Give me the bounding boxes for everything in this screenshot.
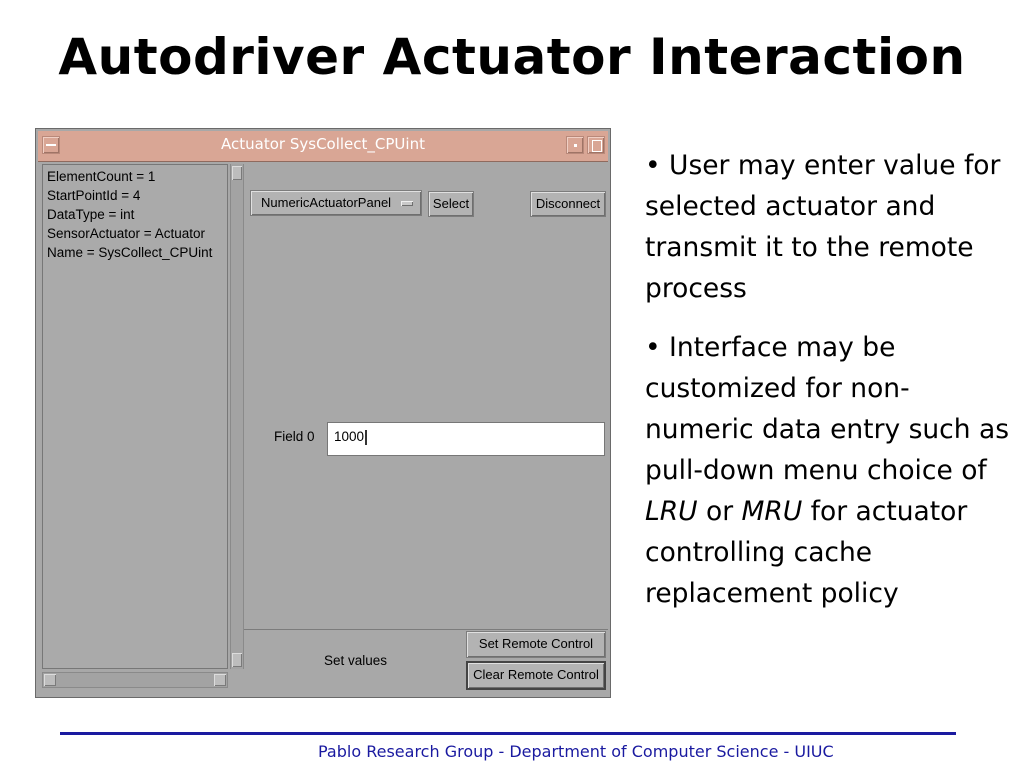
info-sensor-actuator: SensorActuator = Actuator <box>47 226 205 241</box>
bullet-text: for actuator controlling cache replaceme… <box>645 496 968 609</box>
footer-rule <box>60 732 956 735</box>
set-remote-control-button[interactable]: Set Remote Control <box>466 631 606 658</box>
panel-type-dropdown[interactable]: NumericActuatorPanel <box>250 190 422 216</box>
slide-title: Autodriver Actuator Interaction <box>58 28 966 86</box>
info-data-type: DataType = int <box>47 207 135 222</box>
panel-type-value: NumericActuatorPanel <box>261 195 392 210</box>
window-titlebar[interactable]: Actuator SysCollect_CPUint <box>38 131 608 162</box>
control-bar: Set values Set Remote Control Clear Remo… <box>244 629 608 691</box>
dropdown-indicator-icon <box>401 201 413 206</box>
window-title: Actuator SysCollect_CPUint <box>221 135 425 153</box>
clear-remote-control-button[interactable]: Clear Remote Control <box>466 661 606 690</box>
maximize-icon[interactable] <box>587 136 605 154</box>
actuator-panel: NumericActuatorPanel Select Disconnect F… <box>246 164 608 629</box>
bullet-emphasis-mru: MRU <box>741 496 803 527</box>
bullet-text: • Interface may be customized for non-nu… <box>645 332 1009 486</box>
actuator-window: Actuator SysCollect_CPUint ElementCount … <box>35 128 611 698</box>
status-text: Set values <box>324 653 388 668</box>
info-element-count: ElementCount = 1 <box>47 169 156 184</box>
disconnect-button[interactable]: Disconnect <box>530 191 606 217</box>
info-vertical-scrollbar[interactable] <box>230 164 244 669</box>
bullet-item: • Interface may be customized for non-nu… <box>645 327 1015 614</box>
bullet-text: or <box>697 496 742 527</box>
window-menu-icon[interactable] <box>42 136 60 154</box>
bullet-item: • User may enter value for selected actu… <box>645 150 1001 304</box>
field-0-input[interactable]: 1000 <box>327 422 605 456</box>
info-start-point-id: StartPointId = 4 <box>47 188 141 203</box>
bullet-list: • User may enter value for selected actu… <box>645 145 1015 632</box>
field-0-label: Field 0 <box>274 429 315 444</box>
scroll-down-icon[interactable] <box>232 653 242 667</box>
info-horizontal-scrollbar[interactable] <box>42 672 228 688</box>
element-info-list: ElementCount = 1 StartPointId = 4 DataTy… <box>42 164 228 669</box>
scroll-right-icon[interactable] <box>214 674 226 686</box>
footer-text: Pablo Research Group - Department of Com… <box>318 742 834 761</box>
minimize-icon[interactable] <box>566 136 584 154</box>
select-button[interactable]: Select <box>428 191 474 217</box>
bullet-emphasis-lru: LRU <box>645 496 698 527</box>
info-name: Name = SysCollect_CPUint <box>47 245 213 260</box>
scroll-left-icon[interactable] <box>44 674 56 686</box>
scroll-up-icon[interactable] <box>232 166 242 180</box>
text-cursor-icon <box>365 429 368 445</box>
field-0-value: 1000 <box>334 429 365 444</box>
